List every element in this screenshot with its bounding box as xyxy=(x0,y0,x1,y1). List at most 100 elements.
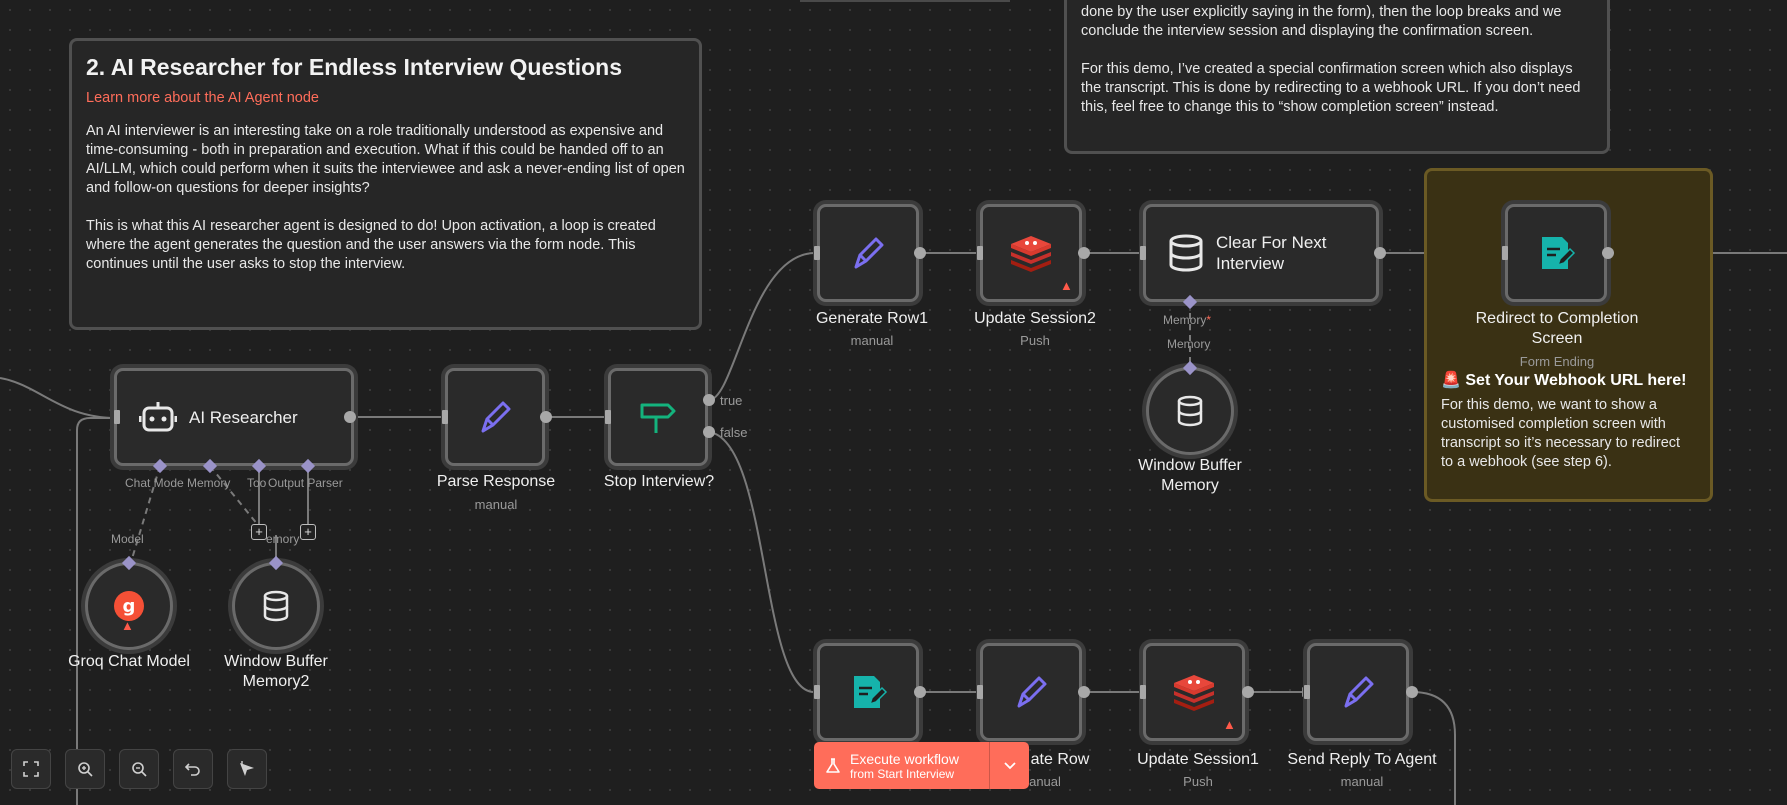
output-handle[interactable] xyxy=(1374,247,1386,259)
signpost-icon xyxy=(638,397,678,437)
node-groq-chat-model[interactable]: g xyxy=(85,562,173,650)
redis-icon xyxy=(1009,234,1053,272)
input-handle[interactable] xyxy=(114,410,120,424)
undo-button[interactable] xyxy=(173,749,213,789)
node-generate-row1[interactable] xyxy=(817,204,919,302)
node-title: Redirect to Completion Screen xyxy=(1472,309,1642,349)
sticky-note-top[interactable]: done by the user explicitly saying in th… xyxy=(1064,0,1610,154)
tidy-up-button[interactable] xyxy=(227,749,267,789)
input-handle[interactable] xyxy=(442,410,448,424)
port-label: Too xyxy=(247,476,267,490)
node-title: Parse Response xyxy=(436,473,556,490)
pencil-icon xyxy=(475,397,515,437)
output-handle[interactable] xyxy=(1242,686,1254,698)
branch-label: false xyxy=(720,425,748,440)
node-subtitle: Push xyxy=(1183,774,1213,789)
node-window-buffer-memory[interactable] xyxy=(1146,367,1234,455)
input-handle[interactable] xyxy=(977,246,983,260)
input-handle[interactable] xyxy=(977,685,983,699)
node-title: Clear For Next Interview xyxy=(1216,233,1327,273)
execute-workflow-button[interactable]: Execute workflow from Start Interview xyxy=(814,742,1029,789)
add-output-parser-button[interactable]: + xyxy=(300,524,316,540)
port-label: Memory* xyxy=(1163,313,1211,327)
execute-trigger-dropdown[interactable] xyxy=(990,761,1029,770)
svg-text:g: g xyxy=(123,596,136,617)
pencil-icon xyxy=(848,233,888,273)
pencil-icon xyxy=(1011,672,1051,712)
node-redirect-to-completion-screen[interactable] xyxy=(1505,204,1607,302)
output-handle[interactable] xyxy=(1602,247,1614,259)
input-handle[interactable] xyxy=(814,685,820,699)
node-form-question[interactable] xyxy=(817,643,919,741)
output-handle[interactable] xyxy=(1078,686,1090,698)
warning-icon: ▲ xyxy=(1060,278,1073,293)
groq-icon: g xyxy=(112,589,146,623)
note-paragraph: For this demo, we want to show a customi… xyxy=(1441,397,1681,470)
node-ai-researcher[interactable]: AI Researcher xyxy=(114,368,354,466)
redis-icon xyxy=(1172,673,1216,711)
node-send-reply-to-agent[interactable] xyxy=(1307,643,1409,741)
zoom-out-icon xyxy=(131,761,147,777)
node-title-text: Window Buffer Memory2 xyxy=(224,653,328,690)
node-subtitle: anual xyxy=(1029,774,1061,789)
output-handle[interactable] xyxy=(1078,247,1090,259)
node-stop-interview[interactable] xyxy=(608,368,708,466)
node-title: Update Session1 xyxy=(1137,751,1259,768)
node-window-buffer-memory2[interactable] xyxy=(232,562,320,650)
node-subtitle: manual xyxy=(474,497,518,512)
note-paragraph: For this demo, I’ve created a special co… xyxy=(1081,61,1581,115)
chevron-down-icon xyxy=(990,761,1029,770)
note-paragraph: An AI interviewer is an interesting take… xyxy=(86,123,685,196)
input-handle[interactable] xyxy=(1502,246,1508,260)
agent-docs-link[interactable]: Learn more about the AI Agent node xyxy=(86,90,319,106)
node-update-session2[interactable] xyxy=(980,204,1082,302)
node-title: Window Buffer Memory xyxy=(1125,456,1255,496)
zoom-out-button[interactable] xyxy=(119,749,159,789)
sticky-note-main[interactable]: 2. AI Researcher for Endless Interview Q… xyxy=(69,38,702,330)
output-handle[interactable] xyxy=(540,411,552,423)
output-handle-true[interactable] xyxy=(703,394,715,406)
output-handle[interactable] xyxy=(344,411,356,423)
warning-icon: ▲ xyxy=(1223,717,1236,732)
add-tool-button[interactable]: + xyxy=(251,524,267,540)
input-handle[interactable] xyxy=(605,410,611,424)
fit-view-icon xyxy=(23,761,39,777)
node-title: Send Reply To Agent xyxy=(1287,751,1437,768)
pencil-icon xyxy=(1338,672,1378,712)
node-parse-response[interactable] xyxy=(445,368,545,466)
input-handle[interactable] xyxy=(814,246,820,260)
node-generate-row[interactable] xyxy=(980,643,1082,741)
form-icon xyxy=(1536,233,1576,273)
node-subtitle: Push xyxy=(1020,333,1050,348)
output-handle[interactable] xyxy=(914,247,926,259)
fit-view-button[interactable] xyxy=(11,749,51,789)
note-paragraph: This is what this AI researcher agent is… xyxy=(86,218,656,272)
zoom-in-button[interactable] xyxy=(65,749,105,789)
node-title-text: Redirect to Completion Screen xyxy=(1475,310,1639,347)
node-subtitle: manual xyxy=(850,333,894,348)
execute-workflow-main[interactable]: Execute workflow from Start Interview xyxy=(814,742,990,789)
input-handle[interactable] xyxy=(1140,685,1146,699)
tidy-up-icon xyxy=(238,760,256,778)
database-icon xyxy=(262,590,290,622)
execute-workflow-label: Execute workflow xyxy=(850,750,959,767)
zoom-in-icon xyxy=(77,761,93,777)
undo-icon xyxy=(185,761,201,777)
node-subtitle: Form Ending xyxy=(1519,354,1595,369)
node-title: Generate Row1 xyxy=(815,310,929,327)
port-label-text: Memory xyxy=(1163,313,1207,327)
database-icon xyxy=(1176,395,1204,427)
warning-icon: ▲ xyxy=(121,618,134,633)
port-label: Model xyxy=(111,532,144,546)
flask-icon xyxy=(826,757,840,774)
input-handle[interactable] xyxy=(1304,685,1310,699)
node-clear-for-next-interview[interactable]: Clear For Next Interview xyxy=(1143,204,1379,302)
robot-icon xyxy=(139,400,177,434)
output-handle-false[interactable] xyxy=(703,426,715,438)
output-handle[interactable] xyxy=(914,686,926,698)
note-title: 🚨 Set Your Webhook URL here! xyxy=(1441,372,1687,389)
input-handle[interactable] xyxy=(1140,246,1146,260)
port-label: Memory xyxy=(1167,337,1211,351)
port-label: Chat Mode xyxy=(125,476,184,490)
output-handle[interactable] xyxy=(1406,686,1418,698)
